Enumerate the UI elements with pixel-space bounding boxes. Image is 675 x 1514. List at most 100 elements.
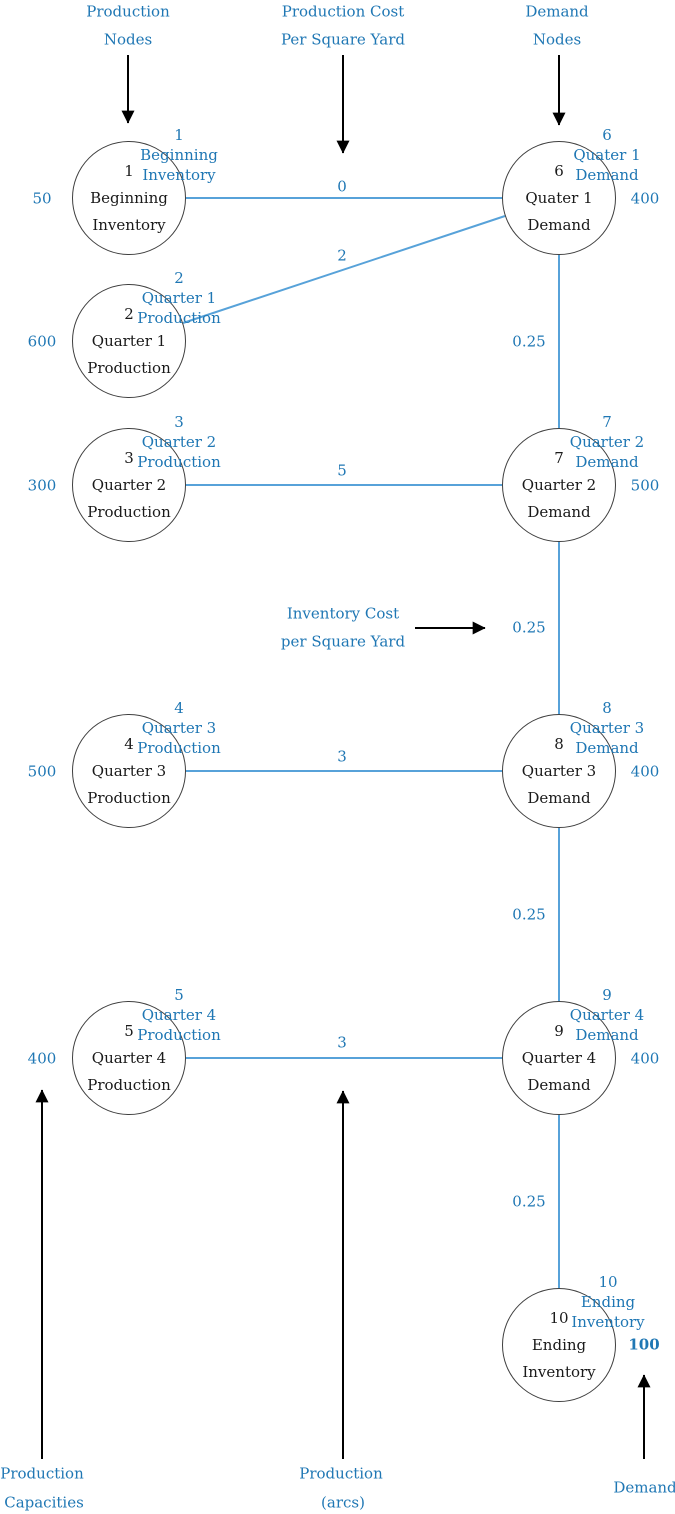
- node-6-callout-line1: Quater 1: [573, 146, 641, 164]
- node-3-callout: 3 Quarter 2 Production: [137, 412, 220, 472]
- node-9-label-line2: Demand: [527, 1075, 591, 1094]
- node-8: 8 Quarter 3 Demand: [502, 714, 616, 828]
- node-3: 3 Quarter 2 Production: [72, 428, 186, 542]
- node-1-number: 1: [124, 161, 134, 180]
- production-capacities-label-line2: Capacities: [4, 1493, 84, 1512]
- capacity-node-2: 600: [27, 332, 57, 351]
- node-10-callout-number: 10: [598, 1273, 618, 1291]
- node-9-label-line1: Quarter 4: [521, 1048, 597, 1067]
- node-2-number: 2: [124, 304, 134, 323]
- node-9: 9 Quarter 4 Demand: [502, 1001, 616, 1115]
- arc-cost-8-9: 0.25: [512, 905, 546, 924]
- node-7-label-line1: Quarter 2: [521, 475, 597, 494]
- node-3-label-line2: Production: [87, 502, 171, 521]
- node-7: 7 Quarter 2 Demand: [502, 428, 616, 542]
- arc-cost-2-6: 2: [337, 246, 347, 265]
- node-6-callout-number: 6: [602, 126, 612, 144]
- production-cost-header-line1: Production Cost: [281, 2, 405, 21]
- node-8-callout-number: 8: [602, 699, 612, 717]
- node-7-callout-line1: Quarter 2: [569, 433, 645, 451]
- node-8-callout-line1: Quarter 3: [569, 719, 645, 737]
- node-8-number: 8: [554, 734, 564, 753]
- demand-nodes-header-line1: Demand: [525, 2, 589, 21]
- capacity-node-1: 50: [32, 189, 52, 208]
- production-cost-header-line2: Per Square Yard: [281, 30, 405, 49]
- arc-cost-3-7: 5: [337, 461, 347, 480]
- demand-node-10: 100: [628, 1335, 660, 1354]
- node-3-callout-number: 3: [174, 413, 184, 431]
- node-4-label-line2: Production: [87, 788, 171, 807]
- node-6-label-line2: Demand: [527, 215, 591, 234]
- node-1-callout-number: 1: [174, 126, 184, 144]
- node-4-callout-line1: Quarter 3: [141, 719, 217, 737]
- node-4-label-line1: Quarter 3: [91, 761, 167, 780]
- node-1-callout: 1 Beginning Inventory: [140, 125, 218, 185]
- demand-node-8: 400: [630, 762, 660, 781]
- node-2: 2 Quarter 1 Production: [72, 284, 186, 398]
- capacity-node-3: 300: [27, 476, 57, 495]
- node-10-callout-line2: Inventory: [571, 1313, 645, 1331]
- node-7-callout: 7 Quarter 2 Demand: [570, 412, 644, 472]
- node-3-callout-line2: Production: [137, 453, 221, 471]
- node-9-callout: 9 Quarter 4 Demand: [570, 985, 644, 1045]
- node-5-callout-number: 5: [174, 986, 184, 1004]
- node-3-number: 3: [124, 448, 134, 467]
- demand-node-7: 500: [630, 476, 660, 495]
- node-10-callout-line1: Ending: [580, 1293, 636, 1311]
- node-5-label-line1: Quarter 4: [91, 1048, 167, 1067]
- demand-label: Demand: [613, 1478, 675, 1497]
- node-10-label-line1: Ending: [531, 1335, 587, 1354]
- node-1-callout-line1: Beginning: [140, 146, 218, 164]
- node-8-label-line2: Demand: [527, 788, 591, 807]
- node-10: 10 Ending Inventory: [502, 1288, 616, 1402]
- node-4-callout-line2: Production: [137, 739, 221, 757]
- node-10-callout: 10 Ending Inventory: [571, 1272, 644, 1332]
- node-6-callout-line2: Demand: [575, 166, 639, 184]
- node-2-label-line1: Quarter 1: [91, 331, 167, 350]
- node-2-label-line2: Production: [87, 358, 171, 377]
- node-1-label-line1: Beginning: [90, 188, 168, 207]
- node-2-callout-number: 2: [174, 269, 184, 287]
- node-10-label-line2: Inventory: [522, 1362, 596, 1381]
- node-9-number: 9: [554, 1021, 564, 1040]
- demand-node-9: 400: [630, 1049, 660, 1068]
- node-8-label-line1: Quarter 3: [521, 761, 597, 780]
- arc-cost-6-7: 0.25: [512, 332, 546, 351]
- node-2-callout: 2 Quarter 1 Production: [137, 268, 220, 328]
- arc-cost-9-10: 0.25: [512, 1192, 546, 1211]
- node-6-number: 6: [554, 161, 564, 180]
- arc-cost-4-8: 3: [337, 747, 347, 766]
- arc-cost-7-8: 0.25: [512, 618, 546, 637]
- node-6: 6 Quater 1 Demand: [502, 141, 616, 255]
- production-nodes-header-line1: Production: [86, 2, 170, 21]
- arc-cost-1-6: 0: [337, 177, 347, 196]
- node-1-label-line2: Inventory: [92, 215, 166, 234]
- node-7-callout-number: 7: [602, 413, 612, 431]
- inventory-cost-label-line2: per Square Yard: [280, 632, 406, 651]
- node-5: 5 Quarter 4 Production: [72, 1001, 186, 1115]
- demand-node-6: 400: [630, 189, 660, 208]
- node-1: 1 Beginning Inventory: [72, 141, 186, 255]
- production-capacities-label-line1: Production: [0, 1464, 84, 1483]
- node-5-callout-line1: Quarter 4: [141, 1006, 217, 1024]
- node-5-label-line2: Production: [87, 1075, 171, 1094]
- node-4-callout-number: 4: [174, 699, 184, 717]
- node-8-callout-line2: Demand: [575, 739, 639, 757]
- node-6-callout: 6 Quater 1 Demand: [573, 125, 640, 185]
- node-8-callout: 8 Quarter 3 Demand: [570, 698, 644, 758]
- production-arcs-label-line1: Production: [299, 1464, 383, 1483]
- node-3-callout-line1: Quarter 2: [141, 433, 217, 451]
- demand-nodes-header-line2: Nodes: [532, 30, 582, 49]
- node-4: 4 Quarter 3 Production: [72, 714, 186, 828]
- node-2-callout-line2: Production: [137, 309, 221, 327]
- production-arcs-label-line2: (arcs): [321, 1493, 365, 1512]
- arc-2-6: [182, 215, 506, 324]
- node-5-callout: 5 Quarter 4 Production: [137, 985, 220, 1045]
- node-5-callout-line2: Production: [137, 1026, 221, 1044]
- node-7-callout-line2: Demand: [575, 453, 639, 471]
- node-2-callout-line1: Quarter 1: [141, 289, 217, 307]
- node-9-callout-number: 9: [602, 986, 612, 1004]
- arc-cost-5-9: 3: [337, 1033, 347, 1052]
- node-9-callout-line2: Demand: [575, 1026, 639, 1044]
- node-5-number: 5: [124, 1021, 134, 1040]
